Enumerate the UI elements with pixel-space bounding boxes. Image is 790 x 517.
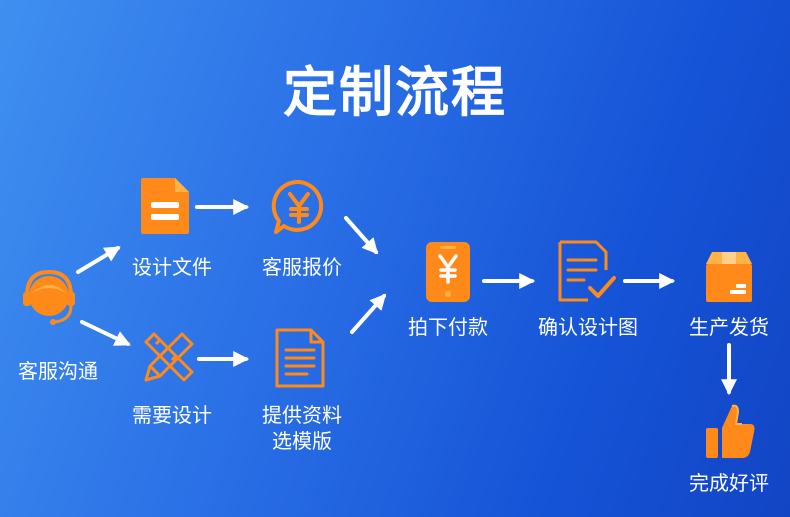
- node-production: 生产发货: [679, 244, 779, 344]
- mobile-payment-icon: [426, 242, 470, 302]
- label-payment: 拍下付款: [408, 315, 488, 339]
- node-review: 完成好评: [679, 400, 779, 504]
- node-design-file: 设计文件: [124, 176, 220, 282]
- headset-agent-icon: [23, 269, 75, 325]
- label-provide-materials-line2: 选模版: [272, 429, 332, 453]
- node-customer-service: 客服沟通: [14, 266, 100, 386]
- pencil-ruler-icon: [144, 332, 194, 382]
- label-review: 完成好评: [689, 471, 769, 495]
- arrow-materials-to-payment: [350, 293, 387, 334]
- thumbs-up-icon: [706, 404, 755, 458]
- node-provide-materials: 提供资料 选模版: [252, 328, 352, 460]
- document-icon: [141, 178, 189, 234]
- label-confirm-design: 确认设计图: [538, 315, 638, 339]
- label-provide-materials-line1: 提供资料: [262, 403, 342, 427]
- label-design-file: 设计文件: [132, 255, 212, 279]
- arrow-quote-to-payment: [344, 216, 379, 255]
- package-box-icon: [706, 252, 752, 302]
- node-quote: 客服报价: [252, 176, 352, 282]
- arrow-service-to-need-design: [80, 320, 131, 346]
- label-customer-service: 客服沟通: [18, 359, 98, 383]
- checklist-icon: [558, 240, 616, 302]
- node-need-design: 需要设计: [124, 328, 220, 432]
- arrow-service-to-design-file: [76, 246, 121, 274]
- document-lines-icon: [275, 328, 325, 388]
- node-payment: 拍下付款: [398, 240, 498, 346]
- label-need-design: 需要设计: [132, 403, 212, 427]
- node-confirm-design: 确认设计图: [528, 240, 648, 346]
- label-production: 生产发货: [689, 315, 769, 339]
- page-title: 定制流程: [283, 61, 507, 124]
- label-quote: 客服报价: [262, 255, 342, 279]
- yen-chat-icon: [271, 179, 324, 234]
